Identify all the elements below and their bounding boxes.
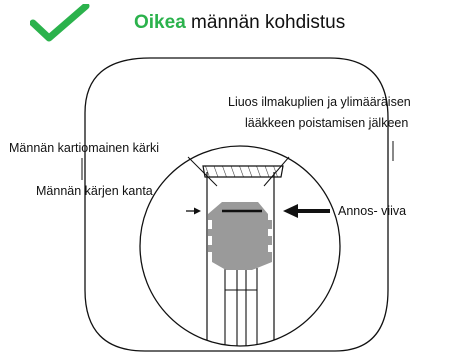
- title-accent: Oikea: [134, 12, 186, 33]
- solution-label-line2: lääkkeen poistamisen jälkeen: [245, 116, 409, 130]
- dose-line-label: Annos- viiva: [338, 204, 407, 218]
- leader-tip-left: [187, 156, 218, 187]
- dose-arrow-head: [283, 204, 298, 218]
- plunger-stopper: [208, 202, 272, 270]
- tip-arrow-head: [194, 207, 201, 215]
- solution-label-line1: Liuos ilmakuplien ja ylimääräisen: [228, 95, 411, 109]
- outer-frame: [84, 57, 389, 352]
- leader-solution-right: [263, 156, 290, 187]
- barrel-cap: [202, 165, 284, 178]
- checkmark-icon: [30, 4, 90, 42]
- plunger-base-label: Männän kärjen kanta: [36, 184, 153, 198]
- title-text: männän kohdistus: [185, 12, 346, 33]
- header: Oikea männän kohdistus: [30, 2, 450, 42]
- plunger-tip-label: Männän kartiomainen kärki: [9, 141, 160, 155]
- page-title: Oikea männän kohdistus: [134, 12, 345, 34]
